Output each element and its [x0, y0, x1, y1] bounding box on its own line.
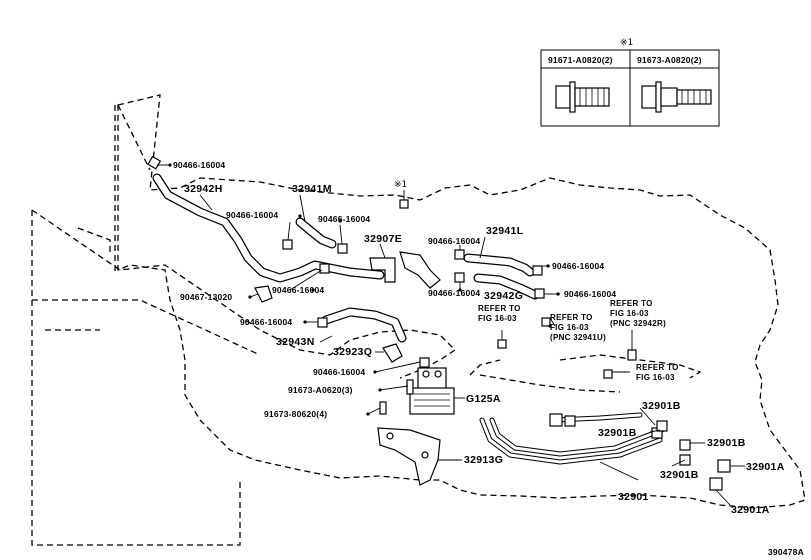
label-90466-2: 90466-16004 — [226, 210, 278, 220]
ref2-line2: FIG 16-03 — [550, 323, 589, 332]
label-32941l: 32941L — [486, 225, 524, 237]
ref2-line3: (PNC 32941U) — [550, 333, 606, 342]
leader-dots — [168, 163, 560, 416]
label-32942g: 32942G — [484, 290, 523, 302]
engine-outline — [31, 209, 702, 546]
label-91673-80620: 91673-80620(4) — [264, 409, 327, 419]
hose-32942g — [473, 273, 540, 300]
label-32901a-1: 32901A — [746, 461, 785, 473]
part-labels: 90466-16004 32942H 32941M ※1 90466-16004… — [173, 160, 785, 516]
label-32901b-2: 32901B — [598, 427, 637, 439]
bolt-icons — [379, 379, 414, 415]
bolt-flange-icon — [555, 81, 610, 113]
inset-mark: ※1 — [620, 38, 633, 48]
bracket-32907e — [369, 251, 441, 289]
transmission-outline — [114, 94, 806, 509]
label-32901b-4: 32901B — [660, 469, 699, 481]
hose-32941l — [463, 253, 535, 277]
clip-90467 — [254, 285, 273, 303]
clip-32923q — [382, 343, 403, 363]
label-32901b-3: 32901B — [707, 437, 746, 449]
inset-bolt-table: ※1 91671-A0820(2) 91673-A0820(2) — [540, 38, 720, 127]
label-32901: 32901 — [618, 491, 649, 503]
label-90466-7: 90466-16004 — [564, 289, 616, 299]
ref4-line2: FIG 16-03 — [636, 373, 675, 382]
ref2-line1: REFER TO — [550, 313, 593, 322]
label-32923q: 32923Q — [333, 346, 372, 358]
refer-notes: REFER TO FIG 16-03 REFER TO FIG 16-03 (P… — [478, 299, 679, 382]
label-32901b-1: 32901B — [642, 400, 681, 412]
inset-col1-label: 91671-A0820(2) — [548, 55, 613, 65]
label-90467-13020: 90467-13020 — [180, 292, 232, 302]
label-90466-9: 90466-16004 — [240, 317, 292, 327]
hose-32941m — [295, 217, 337, 249]
label-90466-8: 90466-16004 — [272, 285, 324, 295]
hose-clamp-icons — [147, 155, 551, 368]
label-90466-3: 90466-16004 — [318, 214, 370, 224]
hose-32943n — [321, 307, 407, 343]
label-32943n: 32943N — [276, 336, 315, 348]
label-90466-10: 90466-16004 — [313, 367, 365, 377]
label-32913g: 32913G — [464, 454, 503, 466]
inset-col2-label: 91673-A0820(2) — [637, 55, 702, 65]
ref1-line2: FIG 16-03 — [478, 314, 517, 323]
bolt-stud-icon — [641, 81, 712, 113]
label-90466-4: 90466-16004 — [428, 236, 480, 246]
label-90466-5: 90466-16004 — [552, 261, 604, 271]
ref3-line3: (PNC 32942R) — [610, 319, 666, 328]
label-32942h: 32942H — [184, 183, 223, 195]
bracket-32913g — [377, 427, 441, 486]
hose-32942h — [152, 173, 385, 283]
label-91673-a0620: 91673-A0620(3) — [288, 385, 353, 395]
label-mark-1: ※1 — [394, 180, 407, 190]
ref4-line1: REFER TO — [636, 363, 679, 372]
label-g125a: G125A — [466, 393, 501, 405]
ref3-line1: REFER TO — [610, 299, 653, 308]
label-90466-1: 90466-16004 — [173, 160, 225, 170]
oil-cooler-g125a — [409, 367, 455, 415]
figure-id: 390478A — [768, 547, 804, 557]
label-32901a-2: 32901A — [731, 504, 770, 516]
label-32941m: 32941M — [292, 183, 332, 195]
label-90466-6: 90466-16004 — [428, 288, 480, 298]
ref1-line1: REFER TO — [478, 304, 521, 313]
label-32907e: 32907E — [364, 233, 402, 245]
ref3-line2: FIG 16-03 — [610, 309, 649, 318]
